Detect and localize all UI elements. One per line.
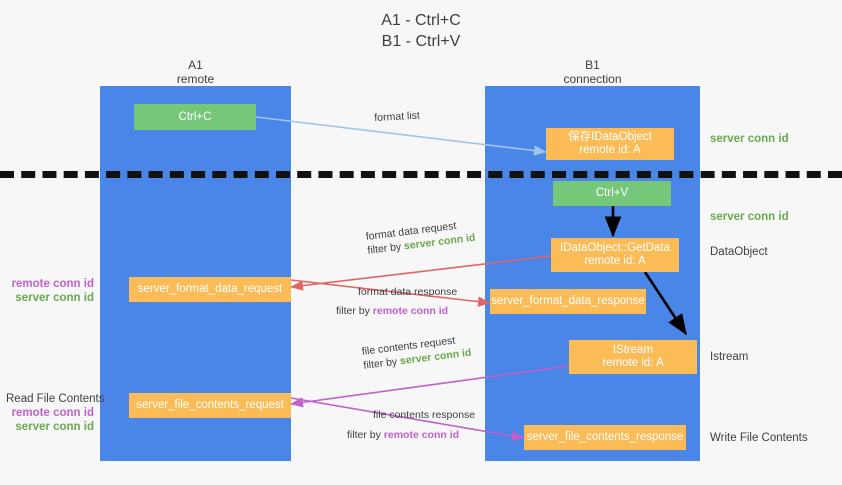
lane-b1-name: B1 xyxy=(585,58,600,72)
filter-value: remote conn id xyxy=(383,429,460,441)
filter-prefix: filter by xyxy=(336,305,373,317)
node-server-file-contents-response-label: server_file_contents_response xyxy=(526,431,684,443)
annotation-server-conn-id-mid: server conn id xyxy=(710,211,789,223)
edge-label-file-contents-response: file contents response filter by remote … xyxy=(347,408,475,442)
arrow-format-data-request xyxy=(290,255,552,291)
filter-prefix: filter by xyxy=(347,429,384,441)
node-istream[interactable]: IStream remote id: A xyxy=(569,340,697,374)
edge-label-format-list: format list xyxy=(374,109,420,125)
page-title: A1 - Ctrl+C B1 - Ctrl+V xyxy=(0,10,842,52)
title-line-2: B1 - Ctrl+V xyxy=(381,33,461,50)
annotation-server-conn-id-top: server conn id xyxy=(710,133,789,145)
node-save-idataobject-line2: remote id: A xyxy=(579,144,641,156)
arrow-format-list xyxy=(255,116,547,156)
node-getdata-line1: IDataObject::GetData xyxy=(560,242,670,254)
edge-label-file-contents-response-filter: filter by remote conn id xyxy=(347,422,475,442)
phase-divider xyxy=(0,171,842,178)
edge-label-format-data-response-filter: filter by remote conn id xyxy=(336,299,457,318)
node-idataobject-getdata[interactable]: IDataObject::GetData remote id: A xyxy=(551,238,679,272)
filter-value: remote conn id xyxy=(372,305,449,317)
node-server-file-contents-response[interactable]: server_file_contents_response xyxy=(524,425,686,450)
annotation-remote-conn-id-1: remote conn id xyxy=(11,278,94,290)
arrow-getdata-to-istream xyxy=(643,271,688,336)
node-server-format-data-request-label: server_format_data_request xyxy=(137,283,283,295)
annotation-read-file-contents: Read File Contents xyxy=(6,393,105,405)
edge-label-format-data-response-text: format data response xyxy=(358,286,458,298)
node-ctrl-c[interactable]: Ctrl+C xyxy=(134,104,256,130)
edge-label-format-data-response: format data response filter by remote co… xyxy=(336,285,457,318)
node-server-format-data-request[interactable]: server_format_data_request xyxy=(129,277,291,302)
lane-header-a1: A1 remote xyxy=(100,58,291,86)
annotation-istream: Istream xyxy=(710,351,749,363)
arrow-format-data-response xyxy=(290,279,491,307)
node-server-file-contents-request[interactable]: server_file_contents_request xyxy=(129,393,291,418)
annotation-data-object: DataObject xyxy=(710,246,768,258)
node-server-format-data-response[interactable]: server_format_data_response xyxy=(490,289,646,314)
lane-a1-sub: remote xyxy=(176,72,215,86)
node-save-idataobject[interactable]: 保存IDataObject remote id: A xyxy=(546,128,674,160)
lane-a1-name: A1 xyxy=(188,58,203,72)
lane-b1-sub: connection xyxy=(563,72,622,86)
edge-label-format-list-text: format list xyxy=(374,109,421,124)
node-server-file-contents-request-label: server_file_contents_request xyxy=(136,399,284,411)
node-server-format-data-response-label: server_format_data_response xyxy=(491,295,645,307)
node-ctrl-v[interactable]: Ctrl+V xyxy=(553,181,671,206)
lane-header-b1: B1 connection xyxy=(485,58,700,86)
node-istream-line2: remote id: A xyxy=(602,357,664,369)
node-ctrl-v-label: Ctrl+V xyxy=(595,187,629,199)
annotation-read-file-contents-group: Read File Contents remote conn id server… xyxy=(6,392,105,434)
annotation-remote-conn-id-2: remote conn id xyxy=(11,407,94,419)
node-getdata-line2: remote id: A xyxy=(584,255,646,267)
annotation-server-conn-id-2: server conn id xyxy=(15,421,94,433)
node-istream-line1: IStream xyxy=(612,344,654,356)
arrow-file-contents-response xyxy=(290,397,525,442)
title-line-1: A1 - Ctrl+C xyxy=(381,12,461,29)
annotation-write-file-contents: Write File Contents xyxy=(710,432,808,444)
edge-label-file-contents-response-text: file contents response xyxy=(373,409,476,421)
node-ctrl-c-label: Ctrl+C xyxy=(178,110,212,123)
annotation-conn-ids-upper: remote conn id server conn id xyxy=(10,277,94,305)
annotation-server-conn-id-1: server conn id xyxy=(15,292,94,304)
arrow-file-contents-request xyxy=(290,365,570,408)
node-save-idataobject-line1: 保存IDataObject xyxy=(568,131,652,143)
